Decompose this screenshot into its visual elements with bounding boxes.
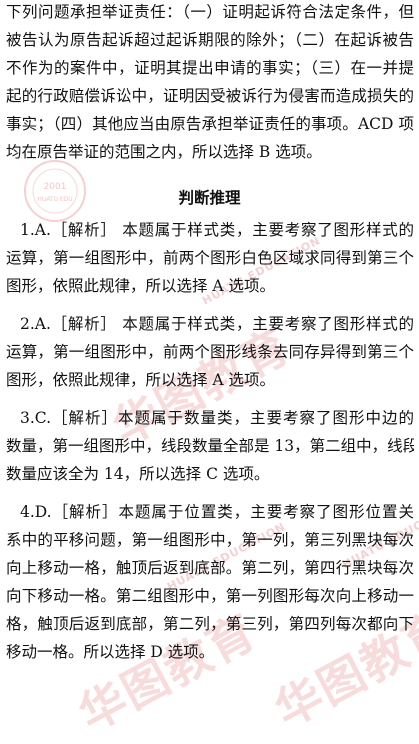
paragraph-line: 不作为的案件中，证明其提出申请的事实；（三）在一并提 (6, 59, 414, 77)
paragraph-line: 事实；（四）其他应当由原告承担举证责任的事项。ACD 项 (6, 115, 414, 133)
paragraph-line: 均在原告举证的范围之内，所以选择 B 选项。 (6, 143, 322, 161)
answer-2-line: 2.A.［解析］ 本题属于样式类，主要考察了图形样式的 (20, 315, 414, 333)
paragraph-line: 被告认为原告起诉超过起诉期限的除外；（二）在起诉被告 (6, 31, 414, 49)
section-title: 判断推理 (178, 188, 241, 207)
answer-4-line: 向下移动一格。第二组图形中，第一列图形每次向上移动一 (6, 587, 414, 605)
answer-1-line: 1.A.［解析］ 本题属于样式类，主要考察了图形样式的 (20, 221, 414, 239)
paragraph-line: 下列问题承担举证责任：（一）证明起诉符合法定条件，但 (6, 3, 414, 21)
answer-4-line: 系中的平移问题，第一组图形中，第一列，第三列黑块每次 (6, 531, 414, 549)
answer-2-line: 运算，第一组图形中，前两个图形线条去同存异得到第三个 (6, 343, 414, 361)
answer-2-line: 图形，依照此规律，所以选择 A 选项。 (6, 371, 276, 389)
answer-3-line: 数量，第一组图形中，线段数量全部是 13，第二组中，线段 (6, 437, 414, 455)
watermark-en-1: HUATU EDUCATION (200, 233, 323, 308)
answer-4-line: 移动一格。所以选择 D 选项。 (6, 643, 215, 661)
answer-3-line: 3.C.［解析］本题属于数量类，主要考察了图形中边的 (20, 409, 414, 427)
answer-1-line: 图形，依照此规律，所以选择 A 选项。 (6, 277, 276, 295)
answer-3-line: 数量应该全为 14，所以选择 C 选项。 (6, 465, 270, 483)
answer-4-line: 格，触顶后返到底部，第二列，第三列，第四列每次都向下 (6, 615, 414, 633)
answer-1-line: 运算，第一组图形中，前两个图形白色区域求同得到第三个 (6, 249, 414, 267)
answer-4-line: 向上移动一格，触顶后返到底部。第二列，第四行黑块每次 (6, 559, 414, 577)
paragraph-line: 起的行政赔偿诉讼中，证明因受被诉行为侵害而造成损失的 (6, 87, 414, 105)
document-page: 华图教育 HUATU EDUCATION 华图教育 HUATU EDUCATIO… (6, 3, 419, 742)
answer-4-line: 4.D.［解析］本题属于位置类，主要考察了图形位置关 (20, 503, 414, 521)
